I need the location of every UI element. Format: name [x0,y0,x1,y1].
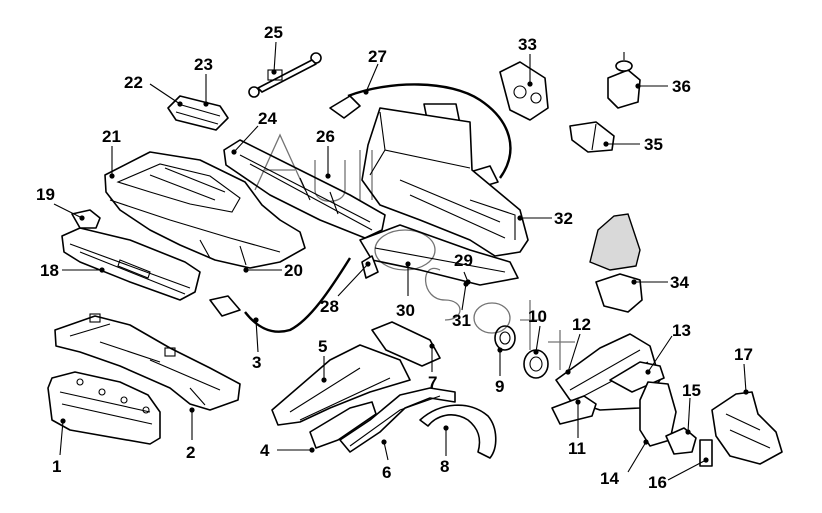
part-2-crossmember-frame[interactable] [54,313,241,411]
callout-27: 27 [368,47,387,66]
callout-29: 29 [454,251,473,270]
callout-4: 4 [260,441,270,460]
callout-20: 20 [284,261,303,280]
callout-32: 32 [554,209,573,228]
callout-9: 9 [495,377,504,396]
callout-34: 34 [670,273,689,292]
part-5-side-member[interactable] [271,344,411,426]
callout-22: 22 [124,73,143,92]
callout-19: 19 [36,185,55,204]
callout-35: 35 [644,135,663,154]
part-16-stud[interactable] [699,439,713,467]
callout-26: 26 [316,127,335,146]
part-7-side-bracket[interactable] [371,321,441,367]
part-21-front-panel[interactable] [104,151,306,269]
callout-15: 15 [682,381,701,400]
callout-labels: 1 2 3 4 5 6 7 8 9 10 11 12 13 14 15 16 1… [36,23,753,492]
callout-24: 24 [258,109,277,128]
part-1-underbody-shield[interactable] [47,371,161,445]
part-22-connector-block[interactable] [167,95,229,131]
part-19-bracket[interactable] [71,209,101,229]
part-13-bracket[interactable] [609,361,665,393]
callout-2: 2 [186,443,195,462]
callout-3: 3 [252,353,261,372]
callout-16: 16 [648,473,667,492]
callout-17: 17 [734,345,753,364]
part-30-tunnel-bracket[interactable] [359,224,519,286]
callout-11: 11 [568,439,586,458]
part-11-bracket[interactable] [551,395,597,425]
part-6-wheel-arch[interactable] [339,387,456,453]
part-17-rear-mount[interactable] [711,391,783,465]
part-35-switch[interactable] [569,121,615,153]
callout-28: 28 [320,297,339,316]
callout-21: 21 [102,127,121,146]
callout-6: 6 [382,463,391,482]
callout-12: 12 [572,315,591,334]
part-18-bumper-beam[interactable] [61,227,201,301]
callout-8: 8 [440,457,449,476]
callout-23: 23 [194,55,213,74]
part-36-sensor[interactable] [607,52,641,109]
leader-lines [53,41,749,481]
part-9-rubber-mount[interactable] [494,325,516,351]
part-25-link-rod[interactable] [248,52,322,98]
part-34-quarter-glass[interactable] [589,213,643,313]
callout-7: 7 [428,373,437,392]
part-14-support[interactable] [639,381,677,447]
callout-13: 13 [672,321,691,340]
watermark [254,133,575,370]
part-33-mount-bracket[interactable] [499,61,549,121]
callout-31: 31 [452,311,471,330]
callout-30: 30 [396,301,415,320]
callout-14: 14 [600,469,619,488]
part-8-wheel-arch-liner[interactable] [419,404,497,459]
callout-33: 33 [518,35,537,54]
callout-18: 18 [40,261,59,280]
callout-36: 36 [672,77,691,96]
callout-1: 1 [52,457,61,476]
part-32-tunnel-frame[interactable] [361,107,529,257]
callout-10: 10 [528,307,547,326]
callout-25: 25 [264,23,283,42]
callout-5: 5 [318,337,327,356]
